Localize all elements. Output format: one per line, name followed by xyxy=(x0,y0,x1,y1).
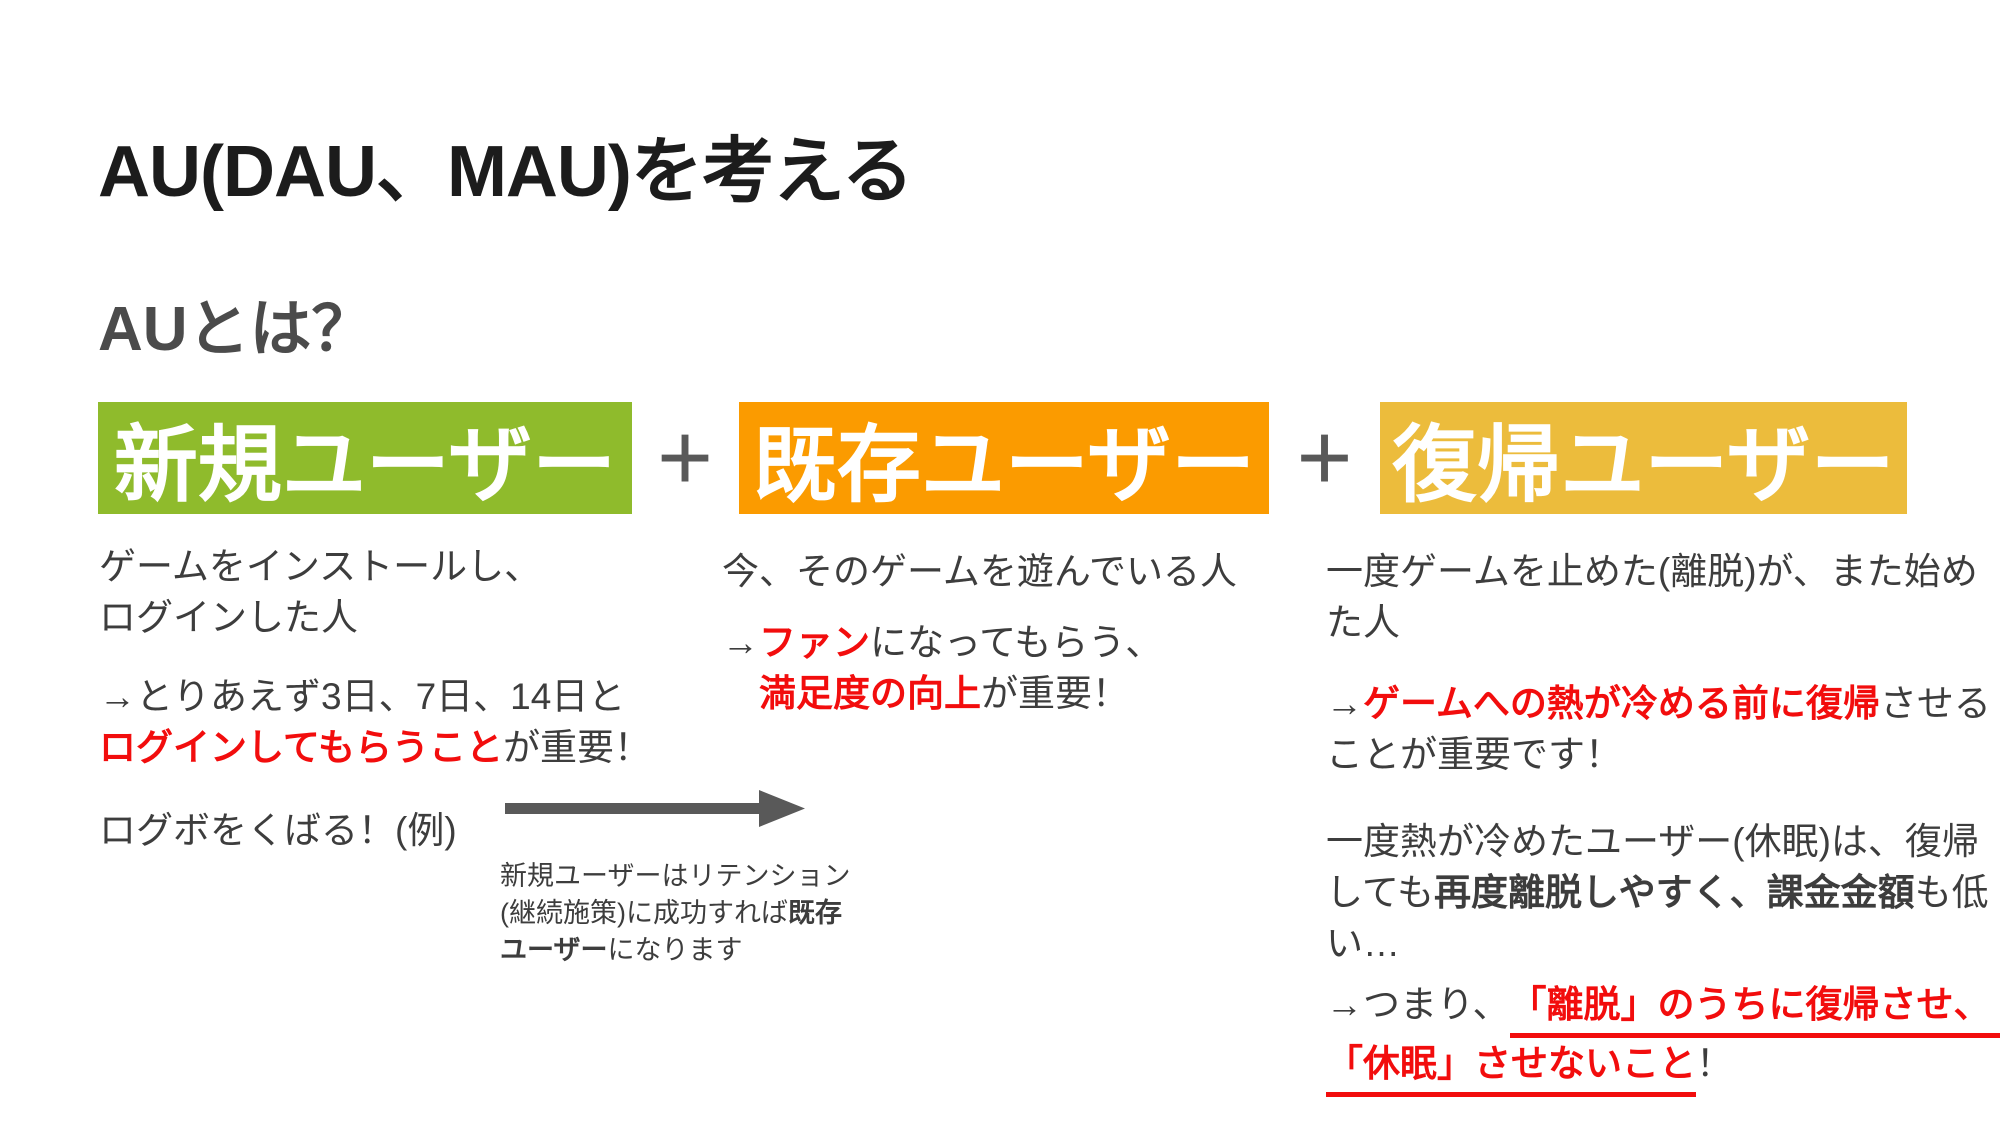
new-user-description: ゲームをインストールし、 ログインした人 →とりあえず3日、7日、14日と ログ… xyxy=(99,541,699,856)
dormant-user-note: 一度熱が冷めたユーザー(休眠)は、復帰 しても再度離脱しやすく、課金金額も低 い… xyxy=(1326,821,1989,964)
slide-subtitle: AUとは？ xyxy=(98,295,374,364)
returning-user-definition: 一度ゲームを止めた(離脱)が、また始め た人 xyxy=(1326,551,1978,643)
slide-title: AU(DAU、MAU)を考える xyxy=(98,132,914,212)
new-user-label: 新規ユーザー xyxy=(113,417,617,512)
existing-user-point-emphasis-1: ファン xyxy=(759,622,870,663)
existing-user-definition: 今、そのゲームを遊んでいる人 xyxy=(722,551,1238,592)
existing-user-description: 今、そのゲームを遊んでいる人 →ファンになってもらう、 満足度の向上が重要！ xyxy=(722,546,1322,719)
conclusion: →つまり、「離脱」のうちに復帰させ、 「休眠」させないこと！ xyxy=(1326,979,2000,1097)
conclusion-emphasis-2: 「休眠」させないこと xyxy=(1326,1038,1696,1097)
new-user-box: 新規ユーザー xyxy=(98,402,632,514)
right-arrow-icon xyxy=(505,790,805,827)
returning-user-label: 復帰ユーザー xyxy=(1392,417,1895,512)
plus-sign-1: + xyxy=(656,404,714,511)
conclusion-emphasis-1: 「離脱」のうちに復帰させ、 xyxy=(1509,979,2000,1038)
existing-user-point: →ファンになってもらう、 満足度の向上が重要！ xyxy=(722,622,1163,714)
new-user-definition: ゲームをインストールし、 ログインした人 xyxy=(99,546,542,638)
plus-sign-2: + xyxy=(1296,404,1353,511)
existing-user-box: 既存ユーザー xyxy=(739,402,1269,514)
returning-user-box: 復帰ユーザー xyxy=(1380,402,1907,514)
new-user-point-emphasis: ログインしてもらうこと xyxy=(99,727,504,768)
returning-user-point-emphasis: ゲームへの熱が冷める前に復帰 xyxy=(1363,683,1880,724)
new-user-point: →とりあえず3日、7日、14日と ログインしてもらうことが重要！ xyxy=(99,676,652,768)
new-user-example: ログボをくばる！(例) xyxy=(99,810,457,851)
returning-user-description: 一度ゲームを止めた(離脱)が、また始め た人 →ゲームへの熱が冷める前に復帰させ… xyxy=(1326,546,2000,1097)
existing-user-point-emphasis-2: 満足度の向上 xyxy=(759,673,981,714)
returning-user-point: →ゲームへの熱が冷める前に復帰させる ことが重要です！ xyxy=(1326,683,1991,775)
existing-user-label: 既存ユーザー xyxy=(752,417,1256,512)
arrow-caption: 新規ユーザーはリテンション (継続施策)に成功すれば既存 ユーザーになります xyxy=(500,861,851,965)
